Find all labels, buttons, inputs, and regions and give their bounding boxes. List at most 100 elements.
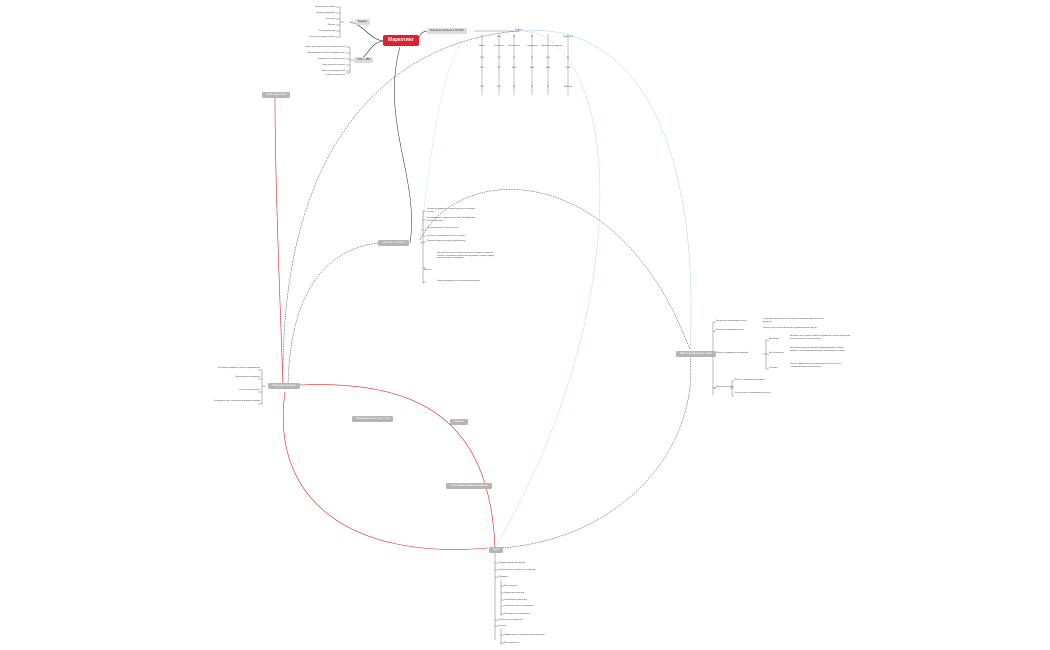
goals-item-4[interactable]: Рост выручки [504,585,517,587]
seo-sub-3-text: Оценка эффективности рекламных каналов и… [790,363,842,368]
formula-cell: 15 [512,57,516,59]
soc-item-2[interactable]: Как продвигать в разных соцсетях? Какой … [427,217,476,222]
formula-cell: 1000 [545,67,551,69]
goals-item-12[interactable]: ROI маркетинга [504,642,520,644]
gen-item-3[interactable]: Контекстная реклама [239,389,260,391]
branch-cjm-label: CJM + JBD [357,57,371,61]
budget-item-6[interactable]: Контроль и корректировка [309,36,335,38]
formula-cell: 10% [546,57,550,59]
branch-cjm[interactable]: CJM + JBD [354,57,374,63]
gen-item-2[interactable]: Таргетированная реклама [234,376,260,378]
budget-item-4[interactable]: Тактика [327,24,336,26]
cjm-item-5[interactable]: Качество коммуникации [321,70,345,72]
cjm-item-4[interactable]: Точки касания и каналы [321,64,345,66]
seo-item-2[interactable]: Внешняя оптимизация сайта [716,329,744,331]
goals-item-1[interactable]: Позиционирование бренда [499,562,526,564]
seo-item-1-text: Структура сайта, мета-теги, скорость заг… [763,318,824,323]
goals-item-10[interactable]: Оценка [499,625,507,627]
branch-tov-label: Товарка [454,419,464,423]
formula-cell: 25 [566,57,570,59]
seo-item-3[interactable]: Работа с трафиком и конверсией [716,352,749,354]
seo-sub-1[interactable]: Аналитика [769,338,780,340]
goals-item-3[interactable]: Продажи [499,576,508,578]
formula-cell: 5% [497,57,501,59]
soc-item-6[interactable]: Экспертный контент, кейсы и ответы на во… [437,252,495,260]
cjm-item-6[interactable]: Оценка результатов [325,74,345,76]
formula-cell: 300 [480,67,484,69]
seo-tail-1[interactable]: Работа с семантическим ядром [734,379,765,381]
cjm-item-1[interactable]: Карта пути потребителя от точки касания [305,46,345,48]
cjm-item-3[interactable]: Конверсия на каждом этапе [318,58,345,60]
branch-budget[interactable]: Бюджет [355,19,371,25]
formula-node[interactable]: Формула прибыли к 75/75% [427,28,467,34]
formula-cell: 50% [480,57,484,59]
formula-cell: 15000 [565,67,571,69]
budget-item-5[interactable]: Инструментарий [318,30,335,32]
formula-cell: 50 [512,86,516,88]
soc-item-4[interactable]: Как часто выкладывать посты и сторис? [427,235,466,237]
goals-item-11[interactable]: Эффективность маркетинговых вложений [504,634,545,636]
branch-soc-label: Соц.сети и контент [382,240,405,244]
goals-item-6[interactable]: Увеличение доли рынка [504,599,528,601]
budget-item-2[interactable]: Целевая аудитория [316,12,335,14]
branch-gen[interactable]: Генерация трафика [268,383,300,390]
seo-sub-2[interactable]: Веб-аналитика [769,352,784,354]
formula-cell: Кол-во заявок [507,45,521,47]
formula-head: Бюджет [515,29,523,31]
formula-cell: 40 [530,36,534,38]
formula-cell: 10 [546,86,550,88]
seo-tail-2[interactable]: Составление и оптимизация контента [734,392,771,394]
seo-tail-0[interactable]: Индексация сайта [716,386,734,388]
formula-cell: 2000 [511,67,517,69]
seo-sub-2-text: Настройка систем аналитики Яндекс.Метрик… [790,347,845,352]
gen-item-1[interactable]: Источники трафика и каналы продвижения [218,367,260,369]
formula-cell: Маржинальная прибыль [541,45,563,47]
formula-cell: Бюджет/3.5 [563,36,573,38]
formula-cell: 6% [497,67,501,69]
left-top-label: Охват аудитории [266,92,287,96]
branch-seo[interactable]: SEO и продвижение сайта [676,351,716,358]
formula-cell: Конверсия [494,45,504,47]
soc-item-3[interactable]: Что публиковать? Контент-план [427,227,458,229]
branch-goals-label: Цели [493,547,500,551]
branch-content-label: Продвижение на 6 мес и 60 [356,416,390,420]
formula-cell: 20000 руб [563,86,573,88]
seo-item-1[interactable]: Внутренняя оптимизация сайта [716,320,747,322]
seo-sub-1-text: Метрики, цели, воронки, A/B тестирование… [790,335,851,340]
seo-item-2-text: Работа над ссылочной массой и упоминания… [763,327,817,329]
soc-item-7[interactable]: Какие инструменты аналитики использовать [437,280,481,282]
branch-tov[interactable]: Товарка [450,419,468,426]
goals-item-7[interactable]: Снижение затрат на маркетинг [504,605,534,607]
left-top-node[interactable]: Охват аудитории [262,92,291,99]
seo-sub-3[interactable]: Реклама [769,367,778,369]
formula-cell: Средний чек [526,45,538,47]
cjm-item-2[interactable]: Анализ потребностей на каждом этапе [307,52,345,54]
budget-item-1[interactable]: Анализ рынка/ниши [315,6,335,8]
branch-gen-label: Генерация трафика [272,383,296,387]
branch-event[interactable]: Событийный маркетинг/ивенты [446,483,492,490]
soc-item-5[interactable]: Правила ведения аккаунта, рубрикатор [427,240,466,242]
branch-soc[interactable]: Соц.сети и контент [378,240,409,247]
soc-sub-label: Контент [424,269,432,271]
goals-item-9[interactable]: Построение сообщества [499,619,523,621]
root-label: Маркетинг [388,37,414,43]
formula-cell: 25 [530,86,534,88]
gen-item-4[interactable]: Сотрудничество с блогерами и инфлюенсера… [213,400,260,402]
branch-goals[interactable]: Цели [489,547,504,554]
goals-item-8[interactable]: Расширение ассортимента [504,613,531,615]
formula-cell: 200 [480,86,484,88]
formula-cell: 1000 [496,36,502,38]
branch-event-label: Событийный маркетинг/ивенты [450,483,488,487]
goals-item-5[interactable]: Удержание клиентов [504,592,525,594]
soc-item-1[interactable]: Ключевые форматы, которые доступны в каж… [427,208,475,213]
root-node[interactable]: Маркетинг [383,35,419,46]
budget-item-3[interactable]: Стратегия [325,18,335,20]
formula-label: Формула прибыли к 75/75% [430,28,464,32]
branch-seo-label: SEO и продвижение сайта [680,351,712,355]
goals-item-2[interactable]: Узнаваемость и лояльность к бренду [499,569,535,571]
branch-content[interactable]: Продвижение на 6 мес и 60 [352,416,394,423]
formula-cell: 30 [512,36,516,38]
formula-cell: 25% [497,86,501,88]
